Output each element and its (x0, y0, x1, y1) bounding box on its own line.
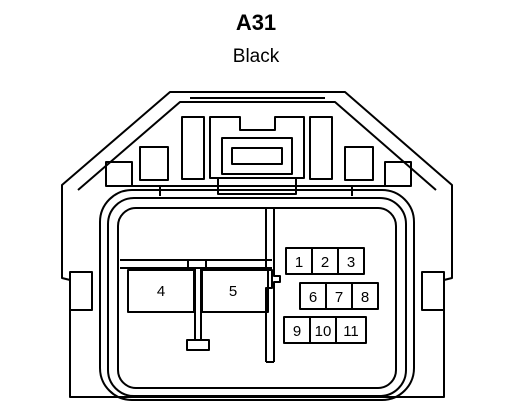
latch-center (209, 116, 305, 179)
cavity-4-label: 4 (157, 283, 165, 300)
cavity-8 (351, 282, 379, 310)
latch-right-block (309, 116, 333, 180)
cavity-4 (127, 269, 195, 313)
cavity-6-label: 6 (309, 289, 317, 306)
cavity-3 (337, 247, 365, 275)
top-slot-3 (344, 146, 374, 181)
right-side-tab (421, 271, 445, 311)
cavity-3-label: 3 (347, 254, 355, 271)
cavity-5-label: 5 (229, 283, 237, 300)
cavity-1-label: 1 (295, 254, 303, 271)
cavity-10-label: 10 (315, 323, 332, 340)
connector-id: A31 (235, 10, 277, 35)
middle-seal (107, 197, 407, 397)
inner-face (117, 207, 397, 389)
cavity-11 (335, 316, 367, 344)
housing-outline (61, 91, 453, 398)
latch-left-block (181, 116, 205, 180)
top-slot-2 (139, 146, 169, 181)
cavity-7-label: 7 (335, 289, 343, 306)
housing-top-band (77, 101, 437, 191)
cavity-2-label: 2 (321, 254, 329, 271)
cavity-5 (201, 269, 269, 313)
cavity-8-label: 8 (361, 289, 369, 306)
connector-color: Black (232, 46, 280, 67)
top-slot-1 (105, 161, 133, 187)
outer-seal (99, 189, 415, 401)
cavity-9-label: 9 (293, 323, 301, 340)
left-side-tab (69, 271, 93, 311)
cavity-11-label: 11 (343, 323, 359, 340)
